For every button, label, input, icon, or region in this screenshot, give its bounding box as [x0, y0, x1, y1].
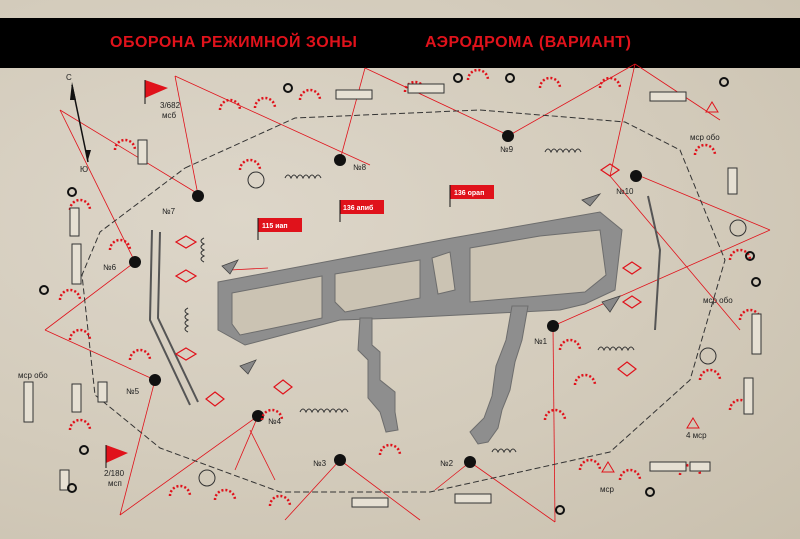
small-positions [39, 73, 761, 515]
post-label: №5 [126, 387, 140, 396]
zone-label: мср [600, 485, 615, 494]
minefield-markers [174, 163, 643, 407]
flag-136o: 136 орап [449, 185, 494, 207]
zone-label: 4 мср [686, 431, 707, 440]
post-label: №9 [500, 145, 514, 154]
post-label: №7 [162, 207, 176, 216]
post-label: №4 [268, 417, 282, 426]
fire-sector-lines [44, 63, 771, 523]
post-label: №10 [616, 187, 634, 196]
unit-line2: мсп [108, 479, 122, 488]
circled-markers [198, 171, 747, 487]
unit-line1: 2/180 [104, 469, 125, 478]
title-right: АЭРОДРОМА (ВАРИАНТ) [425, 34, 632, 51]
compass-south-label: Ю [80, 165, 88, 174]
compass-north-label: С [66, 73, 72, 82]
zone-label: мср обо [18, 371, 48, 380]
post-3: №3 [313, 454, 346, 468]
post-label: №1 [534, 337, 548, 346]
post-8: №8 [334, 154, 367, 172]
unit-flag-682: 3/682 мсб [144, 80, 181, 120]
flag-115: 115 иап [257, 218, 302, 240]
post-label: №8 [353, 163, 367, 172]
obstacle-diamonds [221, 193, 621, 375]
post-10: №10 [616, 170, 642, 196]
trenches [148, 195, 662, 406]
flag-label: 136 орап [454, 190, 484, 197]
post-7: №7 [162, 190, 204, 216]
compass-arrow: С Ю [66, 73, 91, 174]
unit-line2: мсб [162, 111, 177, 120]
flag-label: 115 иап [262, 223, 288, 230]
title-bar: ОБОРОНА РЕЖИМНОЙ ЗОНЫ АЭРОДРОМА (ВАРИАНТ… [0, 18, 800, 68]
observation-posts [601, 101, 719, 473]
zone-label: мср обо [690, 133, 720, 142]
flag-136a: 136 апиб [339, 200, 384, 222]
post-6: №6 [103, 256, 141, 272]
unit-line1: 3/682 [160, 101, 181, 110]
post-9: №9 [500, 130, 514, 154]
wire-coils [184, 148, 635, 454]
zone-label: мср обо [703, 296, 733, 305]
equipment-blocks [23, 83, 762, 508]
post-2: №2 [440, 456, 476, 468]
post-1: №1 [534, 320, 559, 346]
flag-label: 136 апиб [343, 204, 374, 212]
post-label: №3 [313, 459, 327, 468]
barbed-wire-perimeter [81, 109, 726, 493]
post-label: №6 [103, 263, 117, 272]
unit-flag-180: 2/180 мсп [104, 445, 128, 488]
title-left: ОБОРОНА РЕЖИМНОЙ ЗОНЫ [110, 34, 358, 51]
runway-inner-cutouts [231, 229, 607, 336]
post-5: №5 [126, 374, 161, 396]
post-label: №2 [440, 459, 454, 468]
